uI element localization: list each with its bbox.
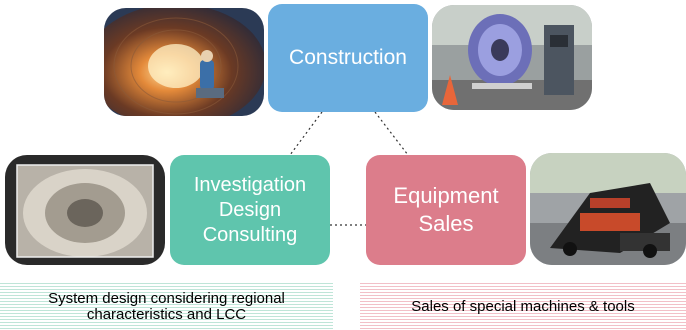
investigation-label-line2: Design: [218, 198, 282, 221]
equipment-label-line1: Equipment: [393, 183, 499, 208]
connector-construction-investigation: [289, 111, 323, 156]
investigation-caption-line1: System design considering regional: [48, 289, 285, 307]
investigation-caption-line2: characteristics and LCC: [86, 305, 247, 323]
connector-construction-equipment: [374, 111, 409, 156]
pipe-interior-worker-photo: [104, 8, 264, 116]
construction-label: Construction: [289, 46, 407, 69]
drilling-rig-photo: [530, 153, 686, 265]
cable-reel-machine-photo: [432, 5, 592, 110]
construction-box: Construction: [268, 4, 428, 112]
investigation-label-line3: Consulting: [202, 223, 298, 246]
investigation-design-consulting-box: Investigation Design Consulting: [170, 155, 330, 265]
investigation-caption: System design considering regional chara…: [0, 283, 333, 330]
equipment-sales-box: Equipment Sales: [366, 155, 526, 265]
equipment-caption: Sales of special machines & tools: [360, 283, 686, 330]
equipment-label-line2: Sales: [418, 211, 474, 236]
investigation-label-line1: Investigation: [193, 173, 307, 196]
pipe-inspection-photo: [5, 155, 165, 265]
equipment-caption-line1: Sales of special machines & tools: [411, 297, 635, 315]
